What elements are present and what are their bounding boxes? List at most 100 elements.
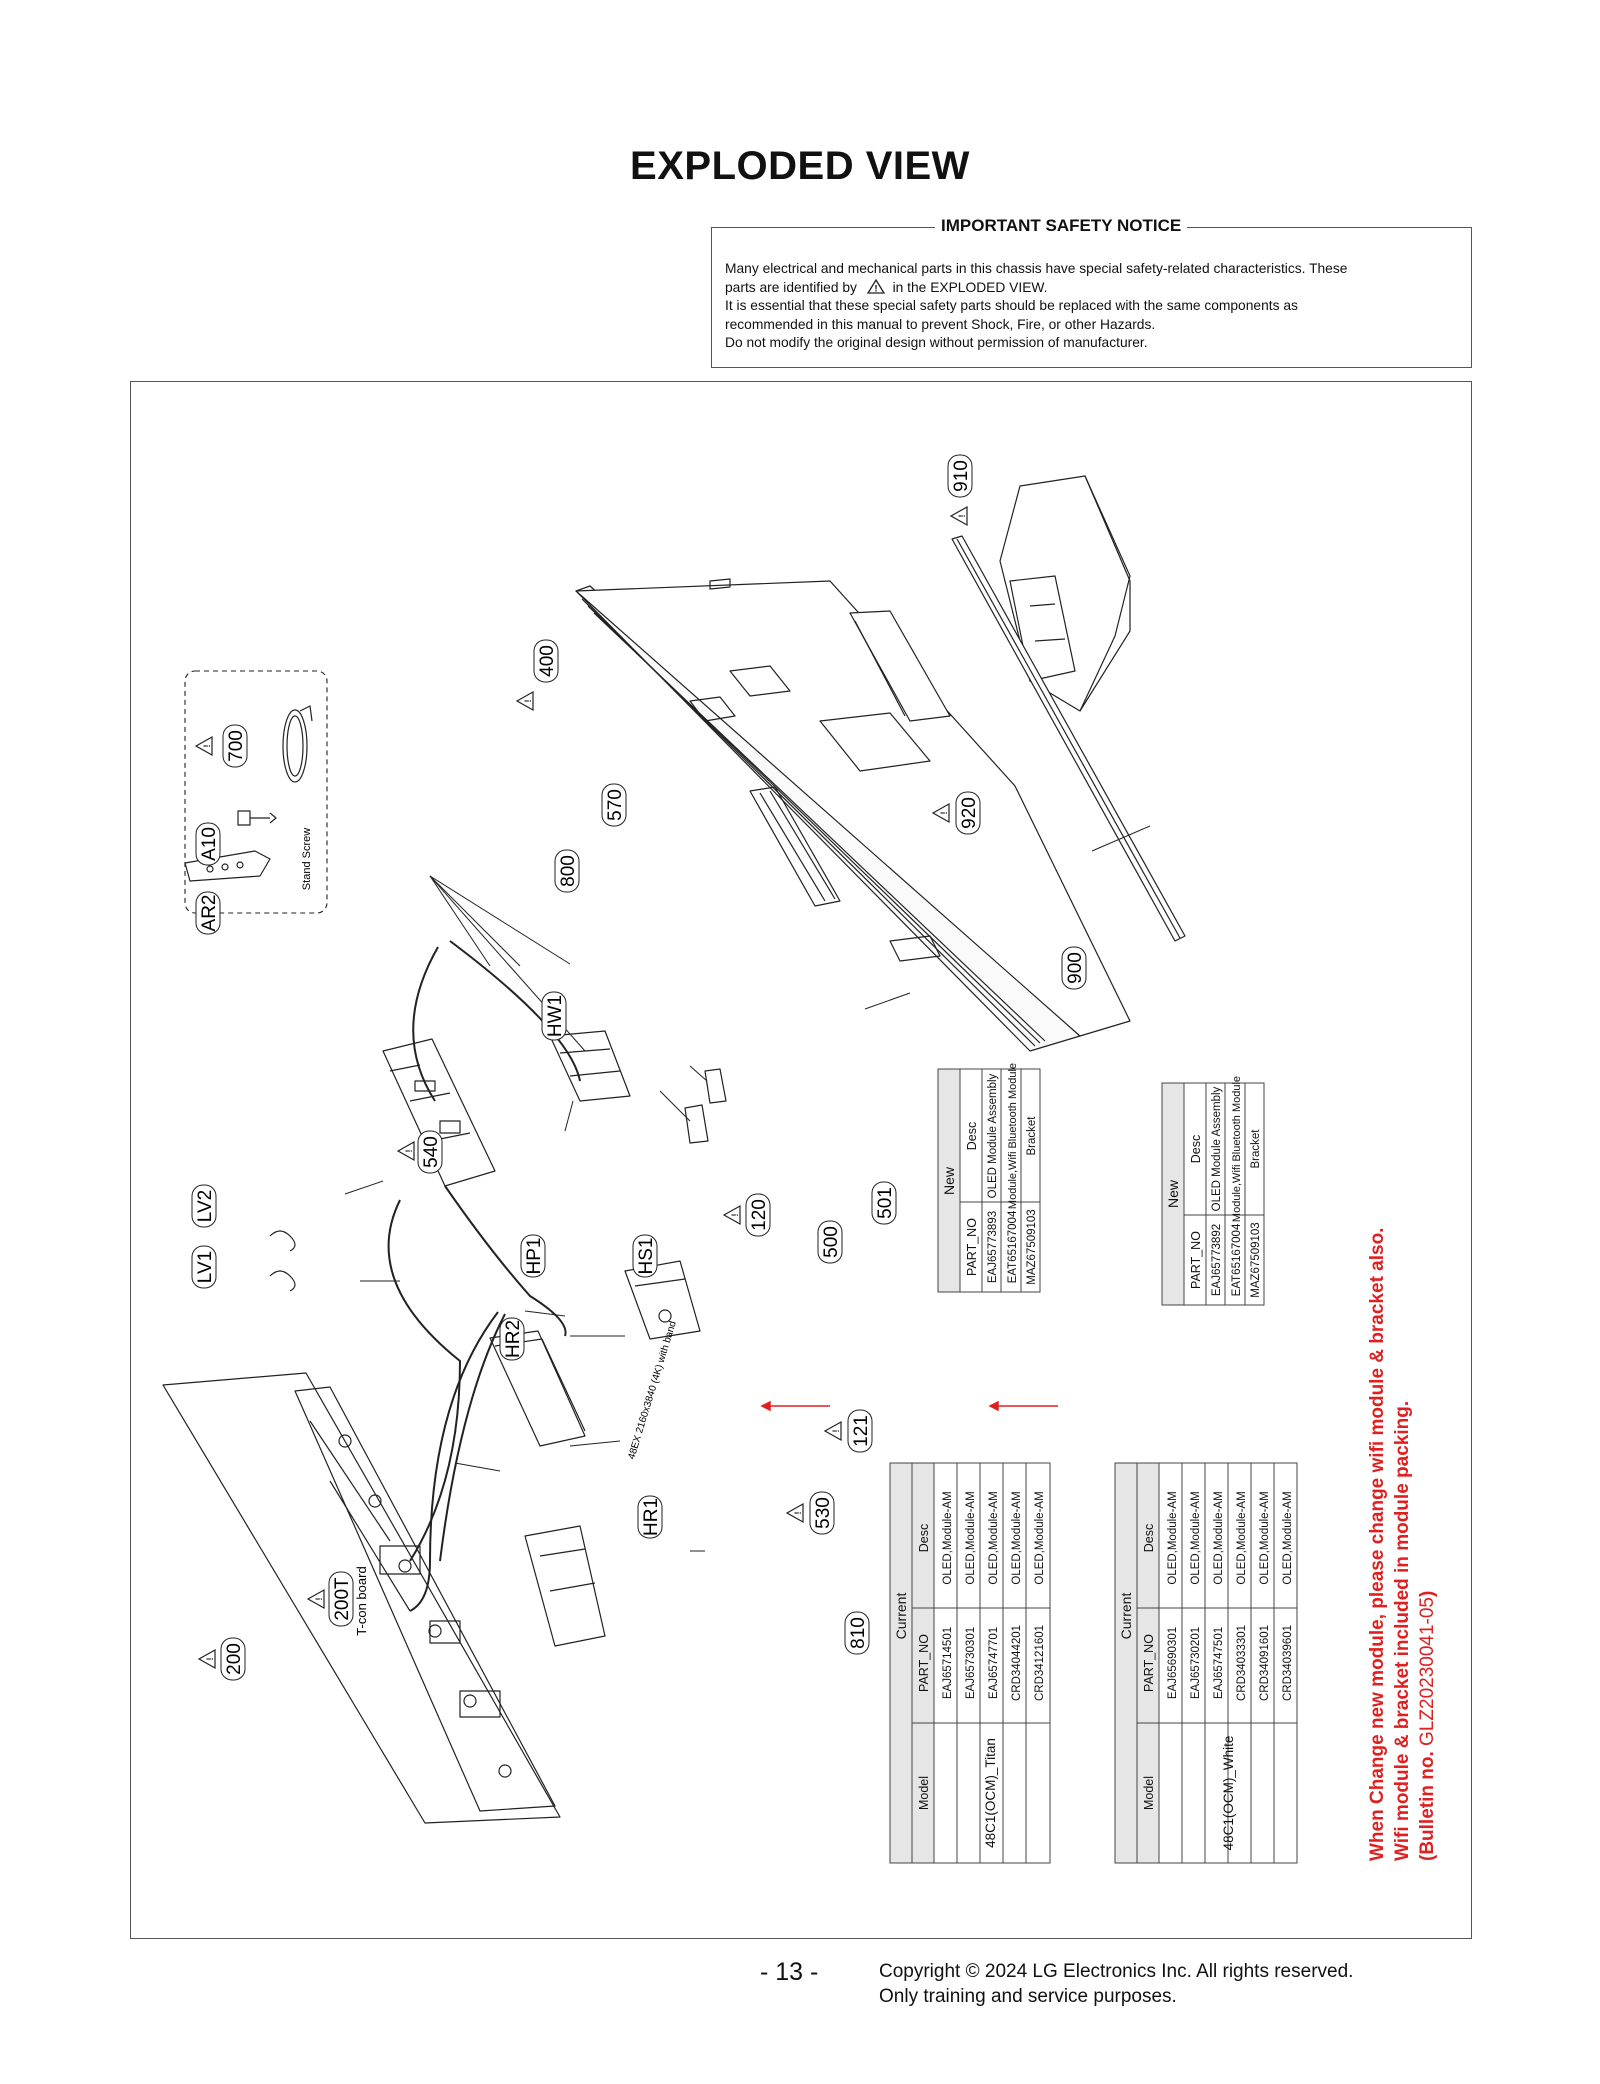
svg-text:Module,Wifi Bluetooth Module: Module,Wifi Bluetooth Module [1007, 1063, 1019, 1209]
svg-text:570: 570 [605, 789, 626, 821]
svg-text:OLED,Module-AM: OLED,Module-AM [942, 1491, 954, 1584]
svg-text:OLED,Module-AM: OLED,Module-AM [1190, 1491, 1202, 1584]
svg-text:Desc: Desc [1142, 1524, 1156, 1552]
svg-text:48C1(OCM)_Titan: 48C1(OCM)_Titan [983, 1738, 998, 1848]
callout-HP1: HP1 [520, 1234, 546, 1278]
callout-800: 800 [554, 849, 580, 893]
svg-text:Desc: Desc [965, 1122, 979, 1150]
svg-text:LV2: LV2 [195, 1190, 216, 1222]
svg-text:PART_NO: PART_NO [965, 1218, 979, 1276]
notice-line-1: Many electrical and mechanical parts in … [725, 261, 1348, 276]
speaker-120-drawing [549, 1030, 631, 1102]
callout-501: 501 [871, 1181, 897, 1225]
svg-text:OLED,Module-AM: OLED,Module-AM [1213, 1491, 1225, 1584]
svg-text:CRD34121601: CRD34121601 [1034, 1625, 1046, 1701]
svg-text:700: 700 [226, 730, 247, 762]
callout-HS1: HS1 [632, 1234, 658, 1278]
red-note-line-3: (Bulletin no. GLZ20230041-05) [1417, 1591, 1438, 1861]
svg-text:121: 121 [851, 1415, 872, 1447]
svg-text:MAZ67509103: MAZ67509103 [1026, 1209, 1038, 1284]
svg-text:PART_NO: PART_NO [1142, 1634, 1156, 1692]
svg-text:CRD34033301: CRD34033301 [1236, 1625, 1248, 1701]
svg-text:540: 540 [421, 1136, 442, 1168]
stand-base-drawing [999, 475, 1131, 712]
svg-text:Module,Wifi Bluetooth Module: Module,Wifi Bluetooth Module [1231, 1076, 1243, 1222]
safety-notice-body: Many electrical and mechanical parts in … [725, 260, 1458, 353]
panel-920-drawing [849, 610, 951, 722]
callout-121: 121 [847, 1409, 873, 1453]
diagram-frame [130, 381, 1472, 1939]
svg-text:New: New [941, 1166, 957, 1195]
svg-text:PART_NO: PART_NO [917, 1634, 931, 1692]
notice-line-2-post: in the EXPLODED VIEW. [892, 279, 1048, 295]
svg-text:OLED,Module-AM: OLED,Module-AM [965, 1491, 977, 1584]
svg-text:OLED,Module-AM: OLED,Module-AM [1259, 1491, 1271, 1584]
svg-text:EAJ65730201: EAJ65730201 [1190, 1627, 1202, 1699]
red-note: When Change new module, please change wi… [1367, 1228, 1438, 1861]
part-callouts: 910 400 920 900 570 800 700 A10 AR2 Stan… [191, 454, 1087, 1681]
current-table-2: Current Model PART_NO Desc 48C1(OCM)_Whi… [1114, 1462, 1298, 1864]
callout-AR2: AR2 [195, 891, 221, 935]
svg-text:PART_NO: PART_NO [1189, 1231, 1203, 1289]
stand-screw-drawing [237, 810, 277, 826]
page-number: - 13 - [760, 1958, 819, 1986]
svg-text:920: 920 [959, 797, 980, 829]
callout-900: 900 [1061, 946, 1087, 990]
copyright: Copyright © 2024 LG Electronics Inc. All… [879, 1959, 1353, 2009]
callout-HW1: HW1 [541, 991, 567, 1041]
svg-text:OLED,Module-AM: OLED,Module-AM [1236, 1491, 1248, 1584]
exploded-drawing [162, 475, 1186, 1824]
svg-text:HS1: HS1 [636, 1238, 657, 1275]
notice-line-3: It is essential that these special safet… [725, 298, 1298, 313]
callout-200T: 200T [328, 1571, 354, 1627]
svg-text:EAJ65714501: EAJ65714501 [942, 1627, 954, 1699]
red-note-line-2: Wifi module & bracket included in module… [1392, 1401, 1413, 1861]
svg-text:EAT65167004: EAT65167004 [1007, 1210, 1019, 1283]
new-table-1: New PART_NO Desc EAJ65773893 OLED Module… [937, 1063, 1041, 1293]
svg-text:HP1: HP1 [524, 1238, 545, 1275]
svg-text:Model: Model [1142, 1776, 1156, 1810]
svg-text:910: 910 [951, 460, 972, 492]
exploded-view-diagram: ! [162, 454, 1438, 1864]
svg-text:HW1: HW1 [545, 995, 566, 1037]
svg-text:OLED,Module-AM: OLED,Module-AM [1034, 1491, 1046, 1584]
rear-cover-drawing [575, 578, 1131, 1052]
stand-screw-label: Stand Screw [301, 828, 313, 890]
callout-HR1: HR1 [637, 1495, 663, 1539]
callout-910: 910 [947, 454, 973, 498]
notice-line-2: parts are identified by ! in the EXPLODE… [725, 278, 1458, 298]
svg-text:EAJ65747701: EAJ65747701 [988, 1627, 1000, 1699]
callout-500: 500 [817, 1220, 843, 1264]
svg-text:800: 800 [558, 855, 579, 887]
callout-LV1: LV1 [191, 1245, 217, 1289]
callout-HR2: HR2 [499, 1317, 525, 1361]
callout-A10: A10 [195, 822, 221, 866]
callout-200: 200 [220, 1637, 246, 1681]
svg-text:CRD34039601: CRD34039601 [1282, 1625, 1294, 1701]
svg-text:OLED,Module-AM: OLED,Module-AM [988, 1491, 1000, 1584]
cables-drawing [387, 940, 581, 1612]
svg-text:501: 501 [875, 1187, 896, 1219]
svg-text:400: 400 [537, 645, 558, 677]
svg-text:OLED,Module-AM: OLED,Module-AM [1282, 1491, 1294, 1584]
svg-text:EAJ65730301: EAJ65730301 [965, 1627, 977, 1699]
remote-control-drawing [184, 850, 271, 882]
module-text: 48EX 2160x3840 (4K) with band [626, 1320, 679, 1461]
callout-570: 570 [601, 783, 627, 827]
notice-line-4: recommended in this manual to prevent Sh… [725, 316, 1156, 332]
svg-text:HR1: HR1 [641, 1498, 662, 1536]
bracket-810-drawing [524, 1525, 606, 1647]
callout-120: 120 [745, 1193, 771, 1237]
svg-text:Desc: Desc [1189, 1135, 1203, 1163]
new-table-2: New PART_NO Desc EAJ65773892 OLED Module… [1161, 1076, 1265, 1306]
callout-400: 400 [533, 639, 559, 683]
svg-text:Bracket: Bracket [1250, 1129, 1262, 1169]
safety-notice: IMPORTANT SAFETY NOTICE Many electrical … [711, 216, 1472, 368]
tcon-board-label: T-con board [354, 1566, 369, 1635]
current-table-1: Current Model PART_NO Desc 48C1(OCM)_Tit… [889, 1462, 1051, 1864]
svg-text:HR2: HR2 [503, 1320, 524, 1358]
svg-text:900: 900 [1065, 952, 1086, 984]
svg-text:Current: Current [893, 1593, 909, 1640]
svg-text:EAJ65773892: EAJ65773892 [1211, 1224, 1223, 1296]
power-cord-drawing [282, 705, 313, 783]
